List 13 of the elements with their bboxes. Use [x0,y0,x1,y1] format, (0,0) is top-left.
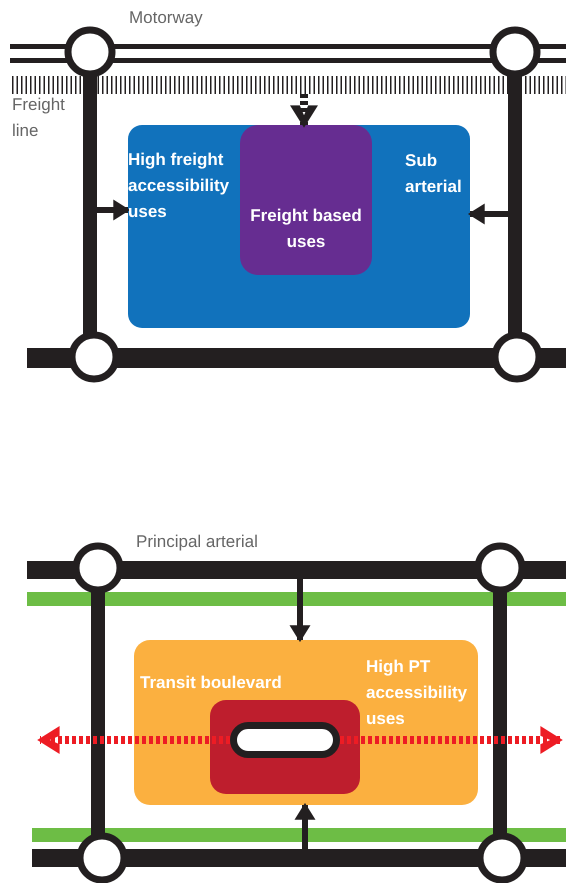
land-use-zone [128,125,470,328]
road-label: Transit boulevard [140,672,283,694]
road-label: Motorway [129,7,204,29]
zone-label: Freight based uses [249,205,363,253]
land-use-zone [240,125,372,275]
land-use-zone [134,640,478,805]
rail-label: Freight line [12,94,66,142]
station-outline [230,722,340,758]
transit-corridor-zone [210,700,360,794]
road-label: Principal arterial [136,531,259,553]
zone-label: High PT accessibility uses [366,656,468,730]
zone-label: High freight accessibility uses [128,149,230,223]
road-label: Sub arterial [405,150,463,198]
